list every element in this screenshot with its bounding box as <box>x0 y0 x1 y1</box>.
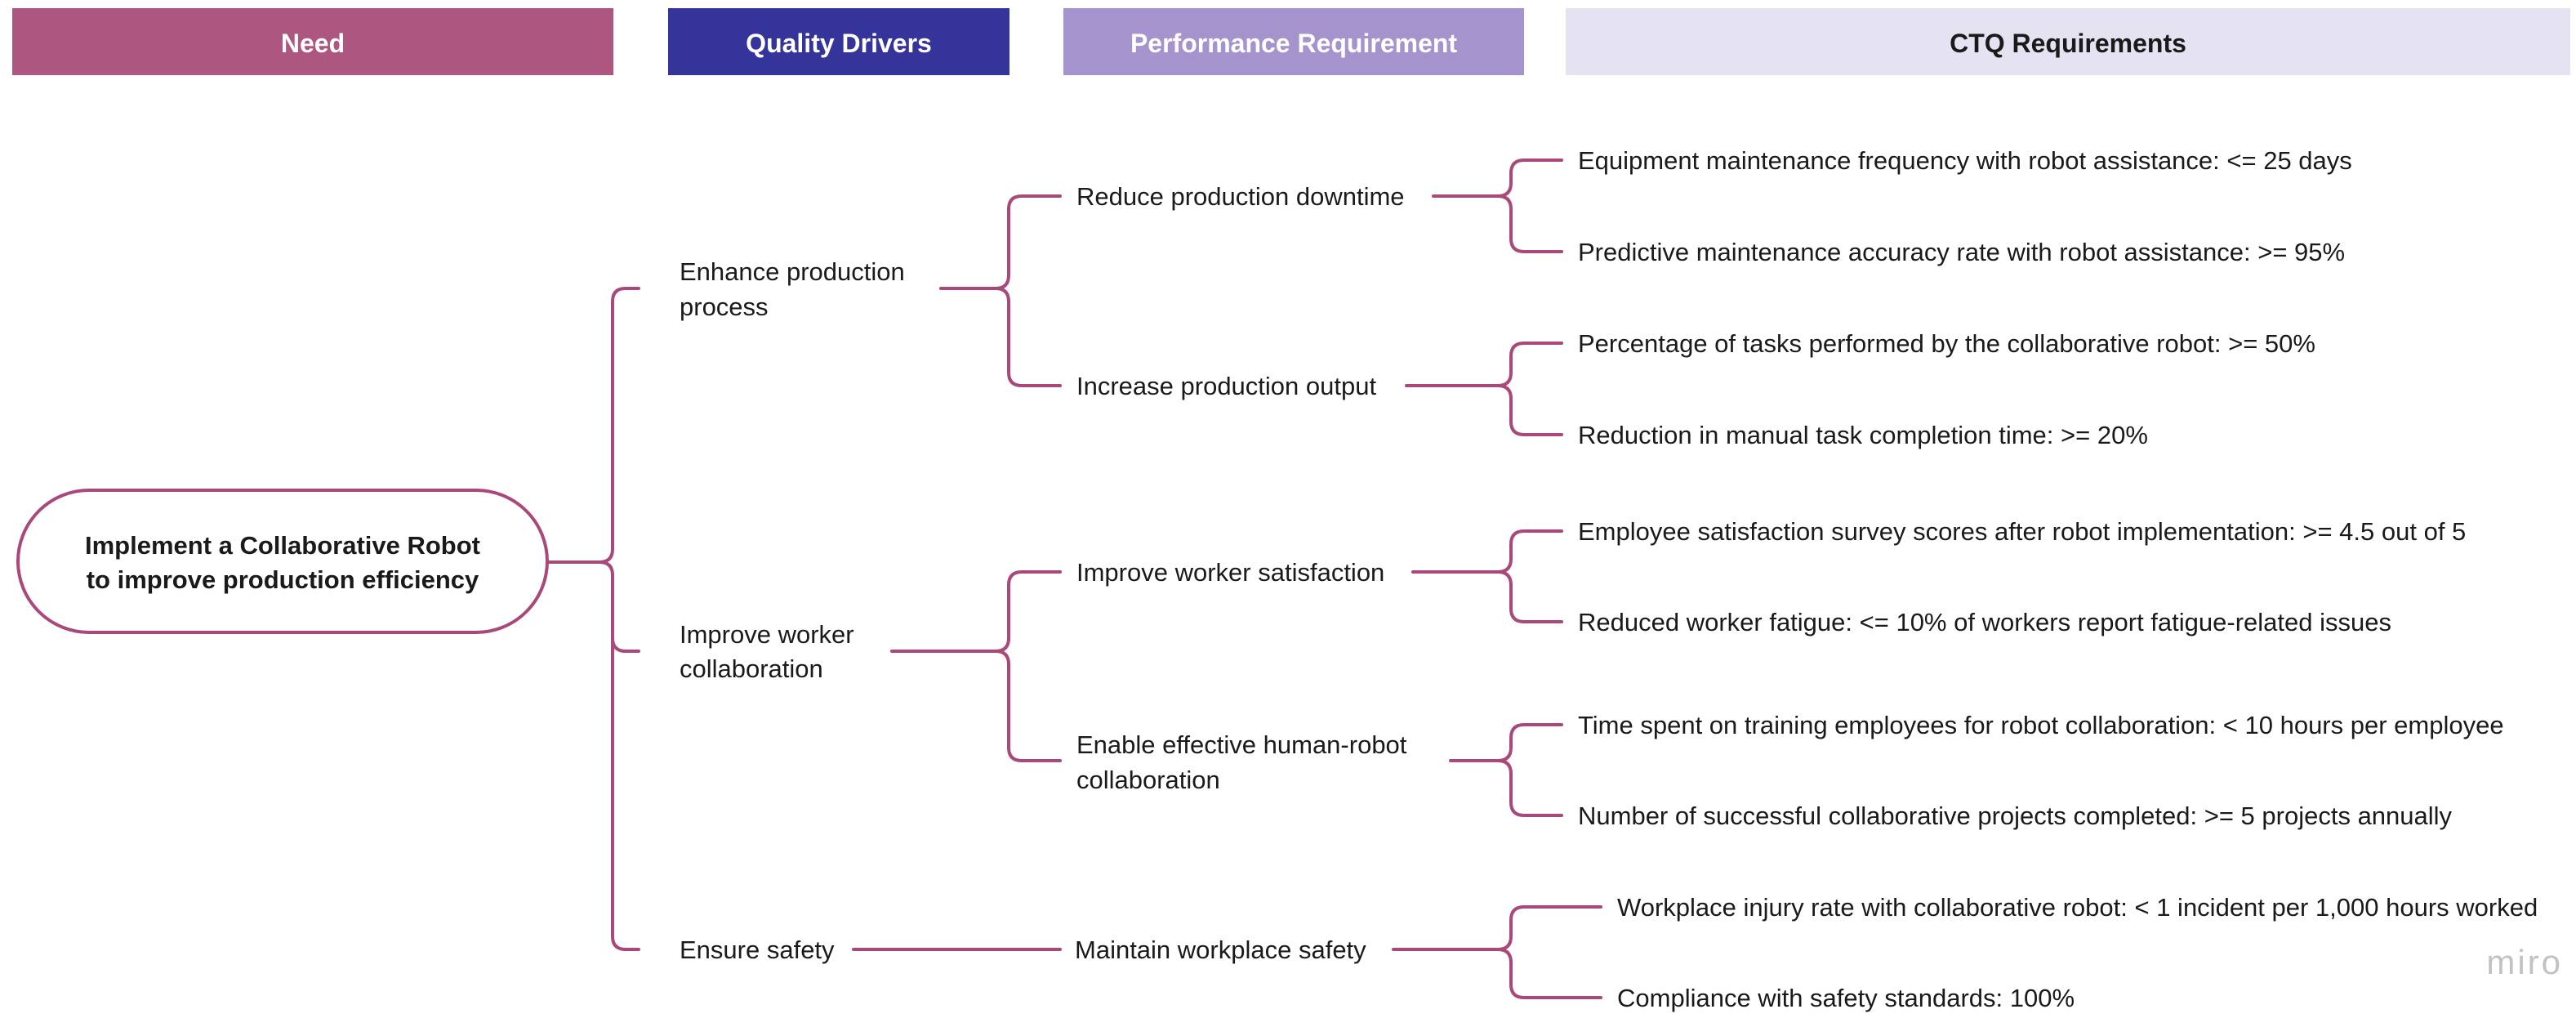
ctq-item[interactable]: Number of successful collaborative proje… <box>1578 802 2453 830</box>
connector-p3-down <box>1496 759 1563 817</box>
performance-label-line2: collaboration <box>1076 766 1220 794</box>
driver-label-line2: process <box>680 292 769 321</box>
connector-d1-down <box>994 650 1062 762</box>
ctq-item[interactable]: Percentage of tasks performed by the col… <box>1578 329 2315 358</box>
performance-label-line1: Enable effective human-robot <box>1076 730 1407 759</box>
header-need-label: Need <box>281 29 345 58</box>
connector-p0 <box>1432 159 1563 198</box>
connector-root <box>547 560 640 951</box>
header-ctq-requirements: CTQ Requirements <box>1566 8 2570 75</box>
performance-node-reduce-downtime[interactable]: Reduce production downtime <box>1076 182 1405 211</box>
connectors <box>547 159 1602 999</box>
connector-p3 <box>1449 723 1563 762</box>
header-quality-drivers: Quality Drivers <box>668 8 1009 75</box>
ctq-item[interactable]: Reduction in manual task completion time… <box>1578 421 2148 449</box>
miro-logo: miro <box>2486 943 2563 981</box>
driver-node-enhance-production[interactable]: Enhance production process <box>680 257 905 321</box>
root-node[interactable]: Implement a Collaborative Robot to impro… <box>16 489 549 634</box>
performance-node-worker-satisfaction[interactable]: Improve worker satisfaction <box>1076 558 1384 587</box>
header-ctq-requirements-bar <box>1566 8 2570 75</box>
connector-p0-down <box>1496 194 1563 253</box>
header-quality-drivers-bar <box>668 8 1009 75</box>
connector-root-mid <box>611 636 640 653</box>
driver-label-line1: Ensure safety <box>680 936 835 964</box>
ctq-item[interactable]: Time spent on training employees for rob… <box>1578 711 2504 739</box>
ctq-item[interactable]: Reduced worker fatigue: <= 10% of worker… <box>1578 608 2391 636</box>
driver-node-ensure-safety[interactable]: Ensure safety <box>680 936 835 964</box>
ctq-item[interactable]: Employee satisfaction survey scores afte… <box>1578 517 2466 546</box>
connector-p1 <box>1405 342 1563 387</box>
ctq-nodes: Equipment maintenance frequency with rob… <box>1578 146 2538 1012</box>
header-performance-requirement: Performance Requirement <box>1063 8 1524 75</box>
connector-p2 <box>1411 529 1563 574</box>
header-performance-requirement-bar <box>1063 8 1524 75</box>
connector-p2-down <box>1496 570 1563 623</box>
performance-node-increase-output[interactable]: Increase production output <box>1076 372 1376 400</box>
driver-node-improve-collaboration[interactable]: Improve worker collaboration <box>680 620 854 683</box>
performance-node-human-robot-collaboration[interactable]: Enable effective human-robot collaborati… <box>1076 730 1407 794</box>
header-ctq-requirements-label: CTQ Requirements <box>1950 29 2186 58</box>
header-performance-requirement-label: Performance Requirement <box>1130 29 1457 58</box>
root-node-label-line1: Implement a Collaborative Robot <box>85 531 480 560</box>
ctq-item[interactable]: Compliance with safety standards: 100% <box>1617 984 2075 1012</box>
ctq-item[interactable]: Workplace injury rate with collaborative… <box>1617 893 2538 922</box>
connector-d1 <box>890 570 1062 653</box>
driver-label-line1: Enhance production <box>680 257 905 286</box>
connector-p1-down <box>1496 384 1563 436</box>
connector-p4 <box>1392 905 1602 951</box>
connector-d0 <box>939 194 1062 290</box>
root-node-label-line2: to improve production efficiency <box>87 565 479 594</box>
connector-p4-down <box>1496 948 1602 999</box>
performance-node-workplace-safety[interactable]: Maintain workplace safety <box>1075 936 1366 964</box>
performance-label: Reduce production downtime <box>1076 182 1405 211</box>
connector-root-up <box>598 287 640 564</box>
performance-label: Improve worker satisfaction <box>1076 558 1384 587</box>
root-node-box <box>16 489 549 634</box>
connector-d0-down <box>994 287 1062 387</box>
ctq-item[interactable]: Predictive maintenance accuracy rate wit… <box>1578 238 2345 266</box>
driver-label-line2: collaboration <box>680 654 823 683</box>
ctq-item[interactable]: Equipment maintenance frequency with rob… <box>1578 146 2352 175</box>
performance-label: Increase production output <box>1076 372 1376 400</box>
header-quality-drivers-label: Quality Drivers <box>746 29 932 58</box>
header-need-bar <box>12 8 613 75</box>
performance-label: Maintain workplace safety <box>1075 936 1366 964</box>
header-need: Need <box>12 8 613 75</box>
driver-label-line1: Improve worker <box>680 620 854 649</box>
